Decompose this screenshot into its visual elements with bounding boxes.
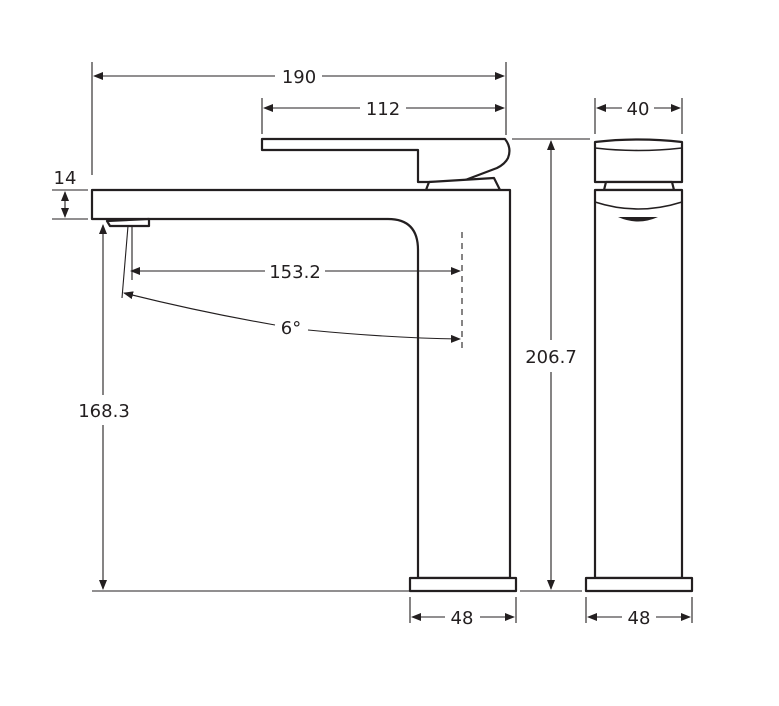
- label-6-deg: 6°: [281, 318, 301, 339]
- dim-spout-height: 168.3: [78, 224, 410, 592]
- tap-body: [90, 188, 512, 580]
- front-view: [584, 138, 694, 593]
- front-cap: [602, 180, 676, 192]
- label-48-front: 48: [628, 608, 651, 629]
- base-plate-side: [408, 576, 518, 593]
- dim-overall-height: 206.7: [512, 138, 590, 592]
- dim-spout-thickness: 14: [52, 168, 88, 220]
- dim-base-width-side: 48: [409, 597, 517, 629]
- dim-spout-reach: 153.2: [130, 262, 461, 283]
- label-40: 40: [627, 99, 650, 120]
- label-48-side: 48: [451, 608, 474, 629]
- label-153-2: 153.2: [269, 262, 321, 283]
- label-190: 190: [282, 67, 316, 88]
- dim-base-width-front: 48: [585, 597, 693, 629]
- lever-handle: [260, 137, 511, 184]
- front-lever: [593, 138, 684, 184]
- front-aerator: [618, 217, 658, 222]
- dim-overall-length: 190: [91, 62, 507, 175]
- aerator: [105, 217, 151, 228]
- base-plate-front: [584, 576, 694, 593]
- dim-spout-angle: 6°: [123, 291, 461, 343]
- side-view: [90, 137, 518, 593]
- label-112: 112: [366, 99, 400, 120]
- dim-front-width: 40: [594, 98, 683, 134]
- front-body: [593, 188, 684, 580]
- label-14: 14: [54, 168, 77, 189]
- dim-lever-length: 112: [261, 98, 505, 134]
- label-206-7: 206.7: [525, 347, 577, 368]
- label-168-3: 168.3: [78, 401, 130, 422]
